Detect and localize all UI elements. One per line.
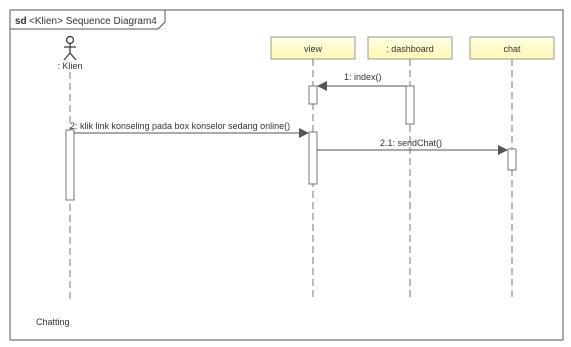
diagram-note: Chatting xyxy=(36,317,70,327)
lifeline-dashboard-label: : dashboard xyxy=(386,44,434,54)
diagram-frame xyxy=(9,9,564,341)
lifeline-dashboard[interactable]: : dashboard xyxy=(367,36,453,60)
lifeline-view[interactable]: view xyxy=(270,36,356,60)
frame-keyword: sd xyxy=(15,16,27,27)
frame-title: <Klien> Sequence Diagram4 xyxy=(29,16,157,27)
actor-leg-left xyxy=(63,52,71,61)
lifeline-chat[interactable]: chat xyxy=(469,36,555,60)
message-sendchat[interactable]: 2.1: sendChat() xyxy=(317,138,508,155)
message-sendchat-label: 2.1: sendChat() xyxy=(380,138,442,148)
actor-leg-right xyxy=(69,52,77,61)
activation-chat xyxy=(507,148,517,171)
message-index-label: 1: index() xyxy=(344,72,382,82)
message-klik-link[interactable]: 2: klik link konseling pada box konselor… xyxy=(70,121,309,138)
lifeline-chat-label: chat xyxy=(503,44,521,54)
message-sendchat-arrowhead xyxy=(498,145,508,155)
activation-dashboard xyxy=(405,85,415,125)
actor-klien[interactable]: : Klien xyxy=(57,35,83,72)
frame-tab xyxy=(9,9,166,30)
activation-klien xyxy=(65,129,75,201)
activation-view-1 xyxy=(308,85,318,105)
message-index-arrowhead xyxy=(317,81,327,91)
message-klik-link-label: 2: klik link konseling pada box konselor… xyxy=(70,121,290,131)
actor-label: : Klien xyxy=(57,61,82,71)
message-klik-link-arrowhead xyxy=(299,128,309,138)
message-index[interactable]: 1: index() xyxy=(317,72,406,91)
activation-view-2 xyxy=(308,131,318,185)
lifeline-view-label: view xyxy=(304,44,323,54)
